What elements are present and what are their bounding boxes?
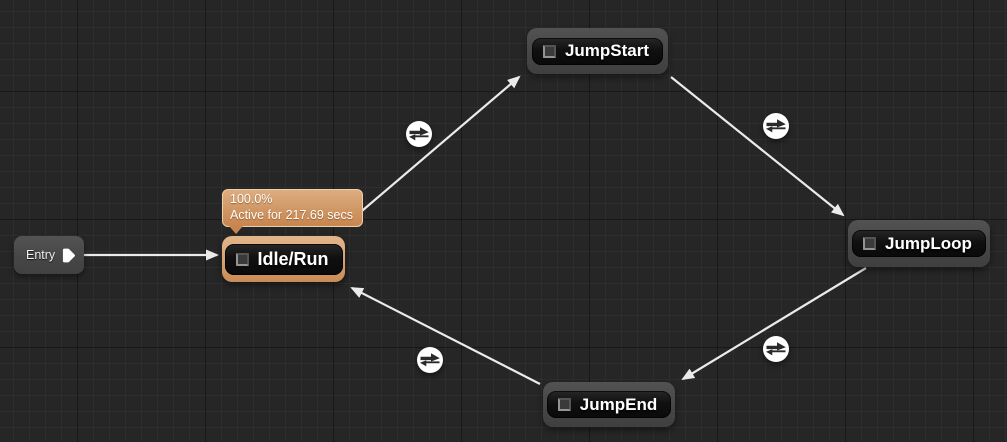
transition-rule-icon-jumpend-idlerun[interactable] (416, 346, 444, 374)
state-node-label: JumpEnd (579, 394, 658, 414)
state-node-pill: JumpStart (531, 37, 664, 65)
wire-jumpstart-to-jumploop[interactable] (670, 76, 845, 217)
tooltip-tail (229, 226, 243, 234)
state-node-jumploop[interactable]: JumpLoop (848, 220, 990, 267)
transition-rule-icon-jumpstart-jumploop[interactable] (762, 112, 790, 140)
entry-node-label: Entry (26, 248, 56, 262)
active-state-tooltip: 100.0% Active for 217.69 secs (222, 189, 363, 234)
state-icon (557, 398, 571, 411)
wire-jumploop-to-jumpend[interactable] (681, 267, 867, 381)
state-node-label: Idle/Run (257, 248, 329, 269)
entry-node[interactable]: Entry (14, 236, 84, 274)
state-node-pill: JumpLoop (852, 230, 986, 257)
state-node-jumpstart[interactable]: JumpStart (527, 28, 668, 74)
state-node-pill: JumpEnd (546, 391, 672, 418)
wire-idlerun-to-jumpstart[interactable] (355, 75, 521, 217)
state-node-label: JumpLoop (885, 233, 972, 253)
state-node-idle-run[interactable]: Idle/Run (222, 236, 345, 282)
state-icon (542, 44, 556, 58)
wire-jumpend-to-idlerun[interactable] (350, 287, 541, 385)
tooltip-weight: 100.0% (230, 192, 273, 206)
state-icon (863, 237, 877, 250)
tooltip-status: Active for 217.69 secs (230, 208, 353, 222)
state-node-pill: Idle/Run (224, 243, 343, 275)
state-node-label: JumpStart (564, 41, 650, 60)
state-node-jumpend[interactable]: JumpEnd (543, 382, 675, 427)
transition-rule-icon-jumploop-jumpend[interactable] (762, 335, 790, 363)
entry-play-icon (63, 248, 76, 262)
transition-rule-icon-idlerun-jumpstart[interactable] (405, 120, 433, 148)
state-icon (235, 252, 249, 266)
